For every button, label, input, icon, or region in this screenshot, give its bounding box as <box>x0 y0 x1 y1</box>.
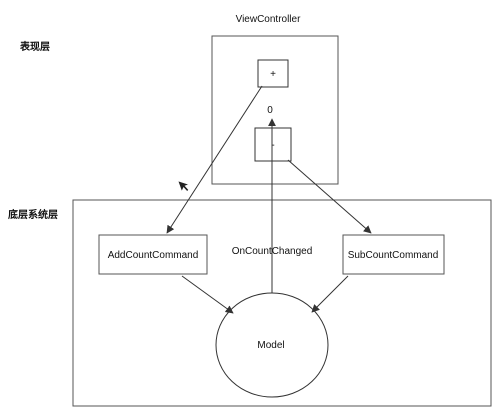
add-count-command-label: AddCountCommand <box>108 250 199 261</box>
sub-count-command-label: SubCountCommand <box>348 250 439 261</box>
view-controller-title: ViewController <box>236 14 302 25</box>
system-layer-label: 底层系统层 <box>8 208 58 221</box>
count-value: 0 <box>267 105 273 116</box>
system-layer-box <box>72 199 492 407</box>
model-label: Model <box>257 340 284 351</box>
view-controller-box <box>211 35 339 185</box>
add-count-command-box <box>98 234 208 275</box>
mouse-cursor-icon <box>177 180 190 193</box>
plus-button[interactable] <box>257 59 289 88</box>
arrow-sub-command-to-model <box>311 275 349 313</box>
arrow-plus-to-add-command <box>166 85 263 234</box>
minus-button-label: - <box>271 140 274 151</box>
arrow-minus-to-sub-command <box>287 159 372 234</box>
plus-button-label: + <box>270 69 276 80</box>
sub-count-command-box <box>342 234 445 275</box>
arrow-add-command-to-model <box>181 275 234 314</box>
minus-button[interactable] <box>254 127 292 162</box>
presentation-layer-label: 表现层 <box>19 40 50 53</box>
